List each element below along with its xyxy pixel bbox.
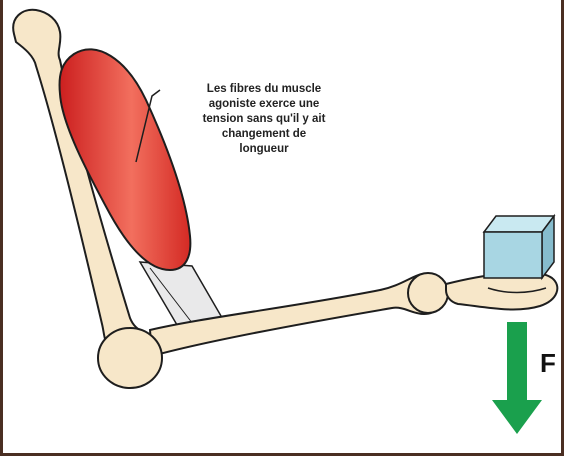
weight-cube [484, 216, 554, 278]
elbow-joint [98, 328, 162, 388]
annotation-text: Les fibres du muscle agoniste exerce une… [166, 82, 362, 157]
force-label: F [540, 348, 556, 379]
wrist-joint [408, 273, 448, 313]
force-arrow [492, 322, 542, 434]
force-arrow-head [492, 400, 542, 434]
weight-cube-front [484, 232, 542, 278]
force-arrow-shaft [507, 322, 527, 404]
